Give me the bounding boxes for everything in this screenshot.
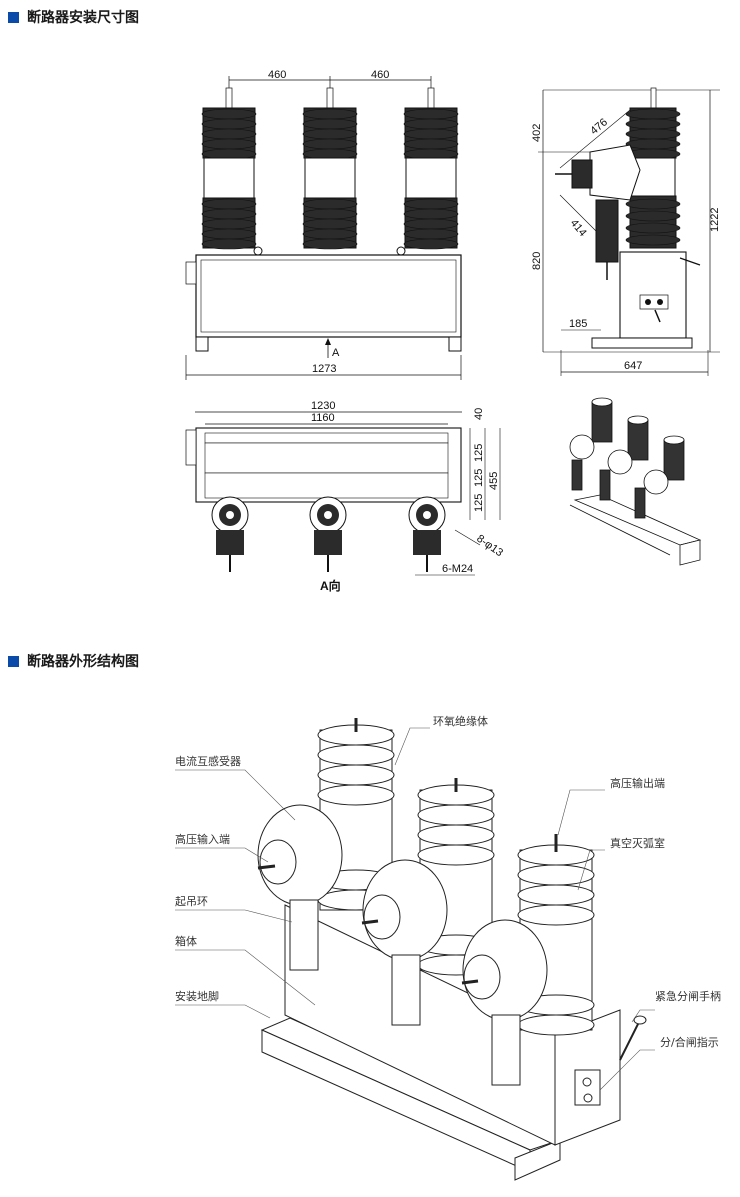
section-header-structure: 断路器外形结构图 [8, 651, 139, 671]
dim-40: 40 [473, 408, 485, 420]
callout-hv-input: 高压输入端 [175, 832, 230, 846]
section-marker-icon [8, 11, 19, 23]
dim-460-left: 460 [268, 69, 286, 81]
section-title-structure: 断路器外形结构图 [27, 654, 139, 670]
dim-820: 820 [531, 252, 543, 270]
callout-vacuum-chamber: 真空灭弧室 [610, 836, 665, 850]
front-pole-1 [201, 87, 257, 250]
arrow-a-label: A [332, 347, 340, 359]
a-view-bushing-1 [211, 496, 249, 572]
section-marker-icon [8, 655, 19, 667]
front-view: 460 460 [185, 69, 462, 380]
dim-1222: 1222 [709, 208, 721, 232]
callout-mounting-feet: 安装地脚 [175, 989, 219, 1003]
dim-125-b: 125 [473, 469, 485, 487]
structure-view [257, 718, 647, 1181]
dim-125-a: 125 [473, 444, 485, 462]
front-pole-2 [302, 87, 358, 250]
callout-lifting-ring: 起吊环 [175, 895, 208, 908]
dim-476: 476 [588, 116, 610, 137]
a-view-bushing-3 [408, 496, 446, 572]
dim-1230: 1230 [311, 400, 335, 412]
dim-1273: 1273 [312, 363, 336, 375]
callout-current-transformer: 电流互感受器 [175, 754, 241, 768]
side-view: 402 820 1222 476 414 185 [531, 87, 721, 376]
a-view: 1230 1160 40 125 125 125 455 [185, 400, 505, 593]
callout-epoxy-insulator: 环氧绝缘体 [433, 714, 488, 728]
dim-455: 455 [488, 472, 500, 490]
a-view-bushing-2 [309, 496, 347, 572]
hole-label-6-m24: 6-M24 [442, 563, 473, 575]
front-pole-3 [403, 87, 459, 250]
dim-185: 185 [569, 318, 587, 330]
callout-emergency-handle: 紧急分闸手柄 [655, 989, 721, 1003]
iso-small-view [569, 397, 702, 566]
callout-leaders [175, 727, 655, 1091]
callout-hv-output: 高压输出端 [610, 776, 665, 790]
dim-402: 402 [531, 124, 543, 142]
callout-housing: 箱体 [175, 934, 197, 948]
dim-647: 647 [624, 360, 642, 372]
dim-460-right: 460 [371, 69, 389, 81]
dim-1160: 1160 [311, 412, 335, 424]
section-title-install: 断路器安装尺寸图 [27, 10, 139, 26]
hole-label-8-phi13: 8-φ13 [474, 533, 505, 560]
callout-open-close-indicator: 分/合闸指示 [660, 1035, 719, 1049]
dim-125-c: 125 [473, 494, 485, 512]
section-header-install: 断路器安装尺寸图 [8, 7, 139, 27]
a-view-caption: A向 [320, 578, 341, 593]
